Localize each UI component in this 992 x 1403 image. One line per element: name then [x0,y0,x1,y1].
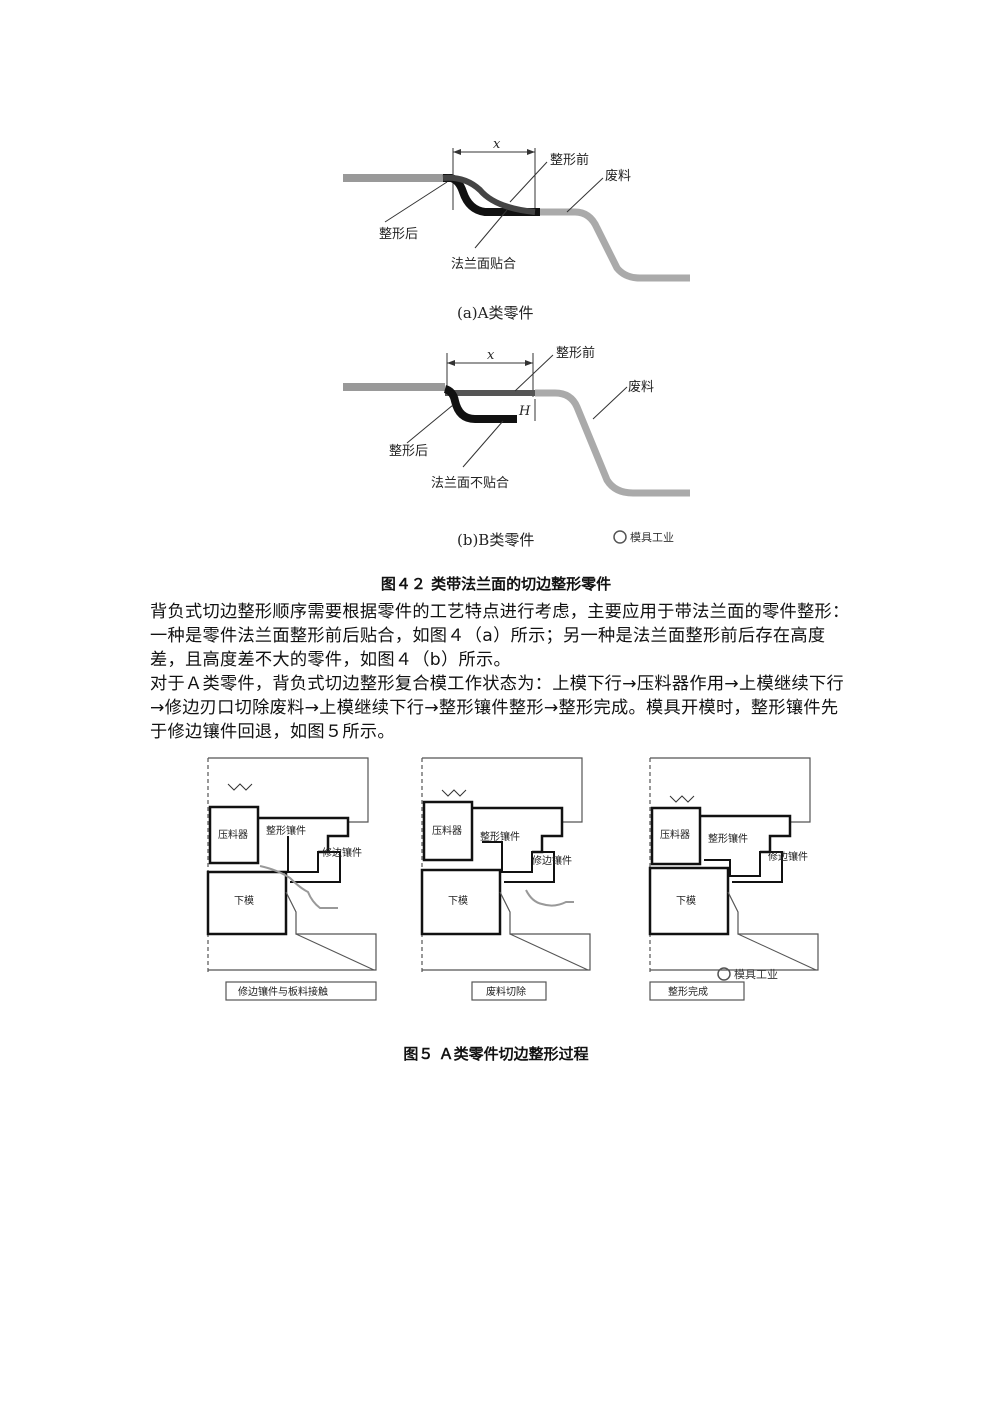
wechat-icon [717,967,731,981]
flange-label: 法兰面贴合 [451,257,516,272]
x-dimension-label: x [487,348,495,363]
figure4-panel-b: x H 整形前 废料 整形后 法兰面不贴合 (b)B类零件 模具工业 [343,345,690,549]
watermark: 模具工业 [734,968,778,981]
lower-die-label: 下模 [448,895,468,907]
after-shaping-label: 整形后 [379,227,418,242]
scrap-label: 废料 [628,379,654,395]
shaping-insert-label: 整形镶件 [266,824,306,837]
figure5-panel-2: 压料器 整形镶件 修边镶件 下模 废料切除 [420,757,591,1001]
x-dimension-label: x [493,137,501,152]
h-dimension-label: H [518,404,531,419]
lower-die-label: 下模 [676,895,696,907]
wechat-icon [613,530,627,544]
press-pad-label: 压料器 [432,824,462,837]
after-shaping-label: 整形后 [389,444,428,459]
subcaption-b: (b)B类零件 [457,531,534,549]
shaping-insert-label: 整形镶件 [480,830,520,843]
before-shaping-label: 整形前 [550,152,589,168]
flange-label: 法兰面不贴合 [431,476,509,491]
figure5: 压料器 整形镶件 修边镶件 下模 修边镶件与板料接触 压料器 整形镶件 修边镶件… [206,757,819,1001]
trim-insert-label: 修边镶件 [532,854,572,867]
body-text: 背负式切边整形顺序需要根据零件的工艺特点进行考虑，主要应用于带法兰面的零件整形：… [150,600,850,744]
figure4-panel-a: x 整形前 废料 整形后 法兰面贴合 (a)A类零件 [343,137,690,322]
trim-insert-label: 修边镶件 [768,850,808,863]
stage-label-1: 修边镶件与板料接触 [238,985,328,998]
stage-label-2: 废料切除 [486,985,526,998]
paragraph-1: 背负式切边整形顺序需要根据零件的工艺特点进行考虑，主要应用于带法兰面的零件整形：… [150,602,850,670]
figure5-panel-1: 压料器 整形镶件 修边镶件 下模 修边镶件与板料接触 [206,757,377,1001]
watermark: 模具工业 [630,531,674,544]
before-shaping-label: 整形前 [556,345,595,361]
press-pad-label: 压料器 [660,828,690,841]
figure5-panel-3: 压料器 整形镶件 修边镶件 下模 整形完成 模具工业 [648,757,819,1001]
shaping-insert-label: 整形镶件 [708,832,748,845]
press-pad-label: 压料器 [218,828,248,841]
lower-die-label: 下模 [234,895,254,907]
paragraph-2: 对于Ａ类零件，背负式切边整形复合模工作状态为：上模下行→压料器作用→上模继续下行… [150,674,844,742]
stage-label-3: 整形完成 [668,985,708,998]
figure4-caption: 图４２ 类带法兰面的切边整形零件 [380,575,612,593]
subcaption-a: (a)A类零件 [457,304,533,322]
trim-insert-label: 修边镶件 [322,846,362,859]
scrap-label: 废料 [605,168,631,184]
figure5-caption: 图５ Ａ类零件切边整形过程 [403,1045,589,1063]
